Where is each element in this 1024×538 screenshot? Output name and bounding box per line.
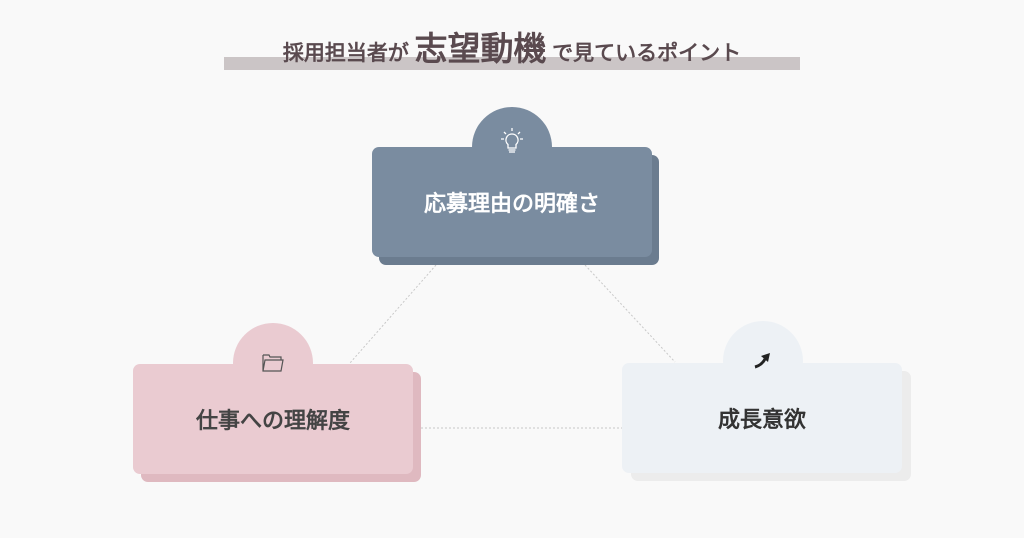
point-card-growth-motivation: 成長意欲 xyxy=(622,363,902,473)
title-emphasis: 志望動機 xyxy=(414,29,547,68)
folder-icon xyxy=(253,348,293,378)
connector-top-right xyxy=(584,264,676,363)
point-card-job-understanding: 仕事への理解度 xyxy=(133,364,413,474)
page-title: 採用担当者が 志望動機 で見ているポイント xyxy=(0,22,1024,70)
lightbulb-icon xyxy=(492,126,532,156)
title-prefix: 採用担当者が xyxy=(282,41,409,65)
point-card-reason-clarity: 応募理由の明確さ xyxy=(372,147,652,257)
title-suffix: で見ているポイント xyxy=(552,41,742,65)
point-label: 仕事への理解度 xyxy=(195,409,350,434)
connector-top-left xyxy=(349,264,437,364)
trending-up-arrow-icon xyxy=(743,345,783,375)
point-label: 応募理由の明確さ xyxy=(423,192,600,217)
title-underline-band xyxy=(224,57,800,70)
point-label: 成長意欲 xyxy=(717,408,806,433)
